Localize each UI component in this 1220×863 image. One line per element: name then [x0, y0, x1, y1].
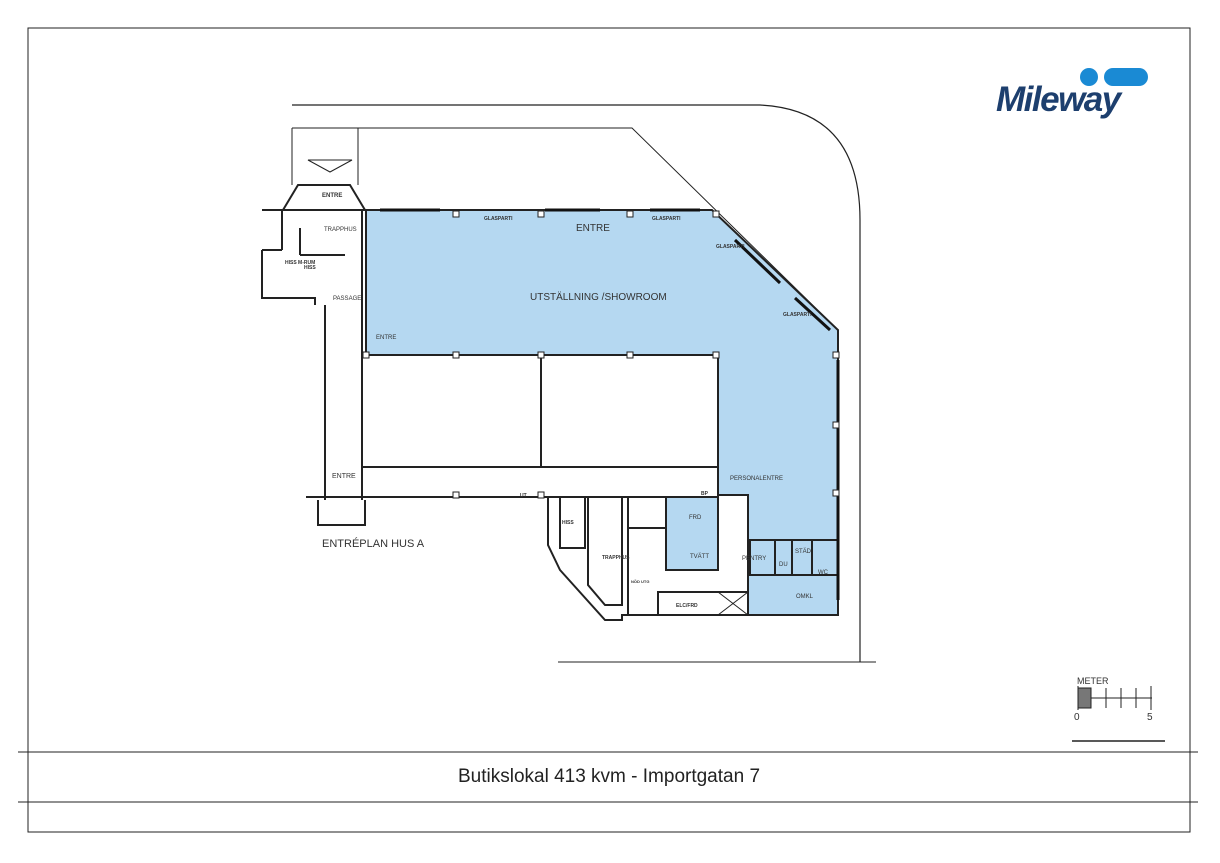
label-nod-utg: NÖD UTG [631, 579, 649, 584]
label-elc-frd: ELC/FRD [676, 603, 698, 609]
site-boundary [292, 127, 839, 331]
label-pentry: PENTRY [742, 556, 766, 562]
scale-label: METER [1077, 676, 1109, 686]
label-entre-stair: ENTRE [322, 193, 342, 199]
label-wc: WC [818, 570, 829, 576]
label-passage: PASSAGE [333, 296, 361, 302]
label-showroom: UTSTÄLLNING /SHOWROOM [530, 291, 667, 303]
scale-min: 0 [1074, 712, 1080, 723]
logo-dot-icon [1080, 68, 1098, 86]
label-entre-lower: ENTRE [332, 473, 356, 480]
label-hiss-lower: HISS [562, 520, 574, 526]
label-du: DU [779, 562, 788, 568]
label-ut: UT [520, 493, 527, 499]
label-omkl: OMKL [796, 594, 814, 600]
label-hiss-rum: HISS M-RUM [285, 260, 315, 266]
label-glasparti: GLASPARTI [484, 216, 513, 222]
glazing [380, 208, 840, 600]
label-bp: BP [701, 491, 709, 497]
plan-label: ENTRÉPLAN HUS A [322, 537, 425, 550]
page-frame [27, 27, 1191, 833]
label-frd: FRD [689, 515, 702, 521]
logo-pill-icon [1104, 68, 1148, 86]
label-trapphus-lower: TRAPPHUS [602, 555, 630, 561]
label-trapphus: TRAPPHUS [324, 227, 357, 233]
label-entre-left: ENTRE [376, 335, 396, 341]
page-title: Butikslokal 413 kvm - Importgatan 7 [457, 766, 761, 787]
label-stad: STÄD [795, 548, 812, 555]
entrance-arrow-icon [307, 159, 353, 173]
logo: Mileway [996, 80, 1121, 119]
walls [261, 184, 839, 621]
scale-max: 5 [1147, 712, 1153, 723]
label-entre-top: ENTRE [576, 223, 610, 234]
label-glasparti: GLASPARTI [716, 244, 745, 250]
label-glasparti: GLASPARTI [783, 312, 812, 318]
label-glasparti: GLASPARTI [652, 216, 681, 222]
label-personalentre: PERSONALENTRE [730, 476, 783, 482]
label-hiss: HISS [304, 265, 316, 271]
site-boundary [292, 104, 861, 662]
scale-bar: METER 0 5 [1072, 676, 1165, 742]
label-tvatt: TVÄTT [690, 553, 709, 560]
columns [362, 210, 840, 499]
